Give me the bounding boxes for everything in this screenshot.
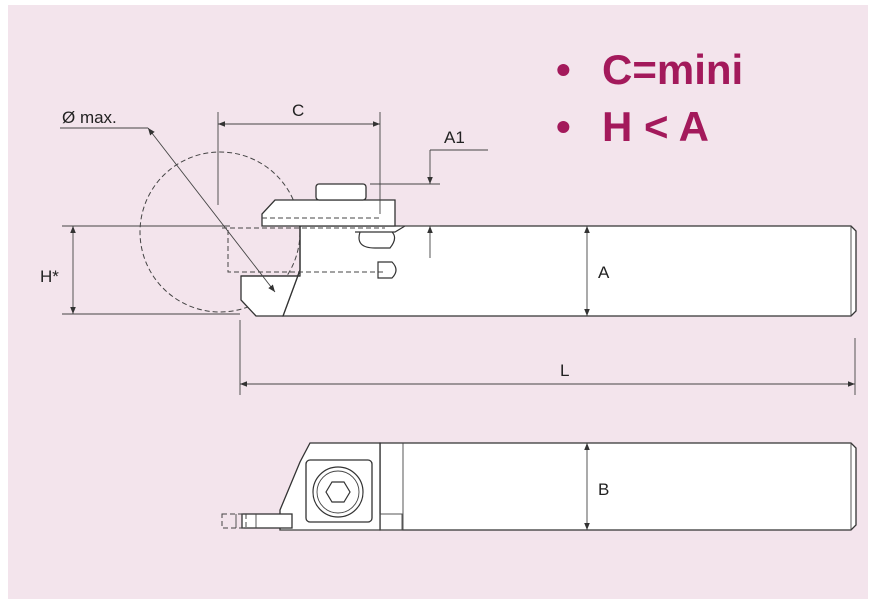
a-dimension: A: [584, 226, 610, 316]
relief-notch: [355, 225, 406, 249]
l-dimension: L: [239, 320, 856, 395]
c-dimension: C: [217, 101, 381, 214]
tool-side-view: [139, 151, 857, 317]
feature-bullet-1: •: [556, 46, 571, 93]
a-label: A: [598, 263, 610, 282]
feature-bullet-2: •: [556, 103, 571, 150]
h-dimension: H*: [40, 225, 240, 315]
socket-screw-head: [312, 466, 364, 518]
a1-label: A1: [444, 128, 465, 147]
tool-top-view: [221, 442, 857, 531]
diameter-dimension: Ø max.: [60, 108, 276, 293]
top-shank-body: [379, 442, 857, 531]
shank-body: [282, 225, 857, 317]
a1-dimension: A1: [370, 128, 488, 258]
c-label: C: [292, 101, 304, 120]
feature-c-mini: C=mini: [602, 46, 743, 93]
feature-list: • C=mini • H < A: [556, 46, 743, 150]
h-label: H*: [40, 267, 59, 286]
diameter-label: Ø max.: [62, 108, 117, 127]
b-dimension: B: [584, 443, 609, 530]
b-label: B: [598, 480, 609, 499]
hex-socket-icon: [325, 481, 351, 503]
l-label: L: [560, 361, 569, 380]
clamp-screw-top: [315, 183, 367, 201]
top-insert: [241, 513, 293, 529]
feature-h-less-a: H < A: [602, 103, 709, 150]
